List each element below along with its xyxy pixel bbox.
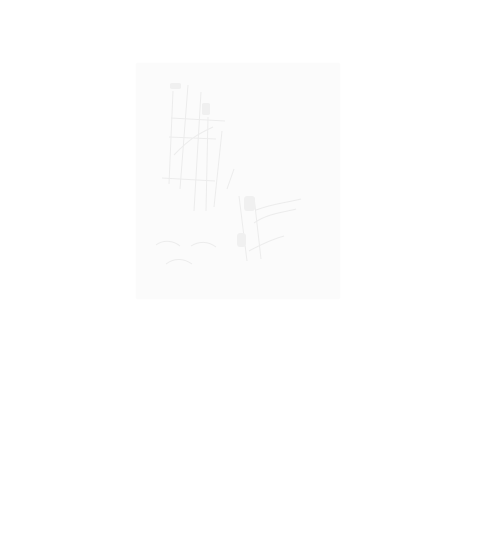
faded-artwork <box>136 63 340 299</box>
faded-illustration <box>155 83 302 265</box>
